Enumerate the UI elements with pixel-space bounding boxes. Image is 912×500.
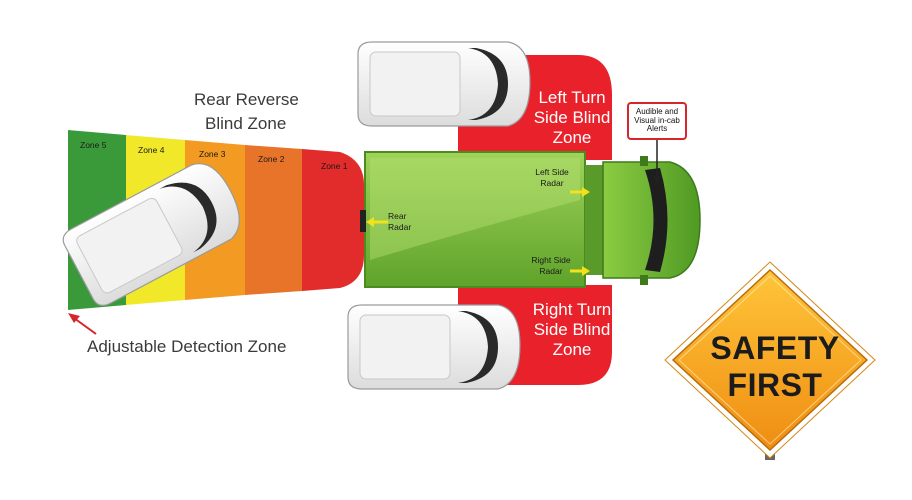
right-turn-label-line3: Zone <box>552 340 592 359</box>
left-turn-label-line3: Zone <box>552 128 592 147</box>
adjustable-detection-label: Adjustable Detection Zone <box>87 337 287 356</box>
right-turn-label-line2: Side Blind <box>533 320 611 339</box>
zone-2-label: Zone 2 <box>258 154 285 164</box>
rear-reverse-label-line1: Rear Reverse <box>194 90 299 109</box>
zone-4-label: Zone 4 <box>138 145 165 155</box>
zone-1-label: Zone 1 <box>321 161 348 171</box>
right-radar-label-line1: Right Side <box>531 255 571 265</box>
truck-body <box>364 151 586 288</box>
left-turn-label-line2: Side Blind <box>533 108 611 127</box>
left-radar-arrow <box>570 187 590 197</box>
truck-cab <box>585 156 701 285</box>
right-turn-label-line1: Right Turn <box>532 300 612 319</box>
rear-radar-label-line1: Rear <box>388 211 407 221</box>
zone-5-label: Zone 5 <box>80 140 107 150</box>
safety-first-sign <box>664 261 876 460</box>
adjustable-pointer <box>73 317 97 335</box>
left-radar-label-line1: Left Side <box>535 167 569 177</box>
alerts-callout-line1: Audible and <box>635 106 679 116</box>
alerts-callout: Audible and Visual in-cab Alerts <box>627 102 687 140</box>
alert-pointer-head <box>653 176 661 184</box>
sign-line2: FIRST <box>727 366 823 403</box>
zone-3-label: Zone 3 <box>199 149 226 159</box>
zone-1-area <box>302 149 364 291</box>
alerts-callout-line2: Visual in-cab <box>634 115 680 125</box>
safety-first-text: SAFETY FIRST <box>680 330 870 404</box>
rear-radar-sensor <box>360 210 366 232</box>
white-car-left-side <box>357 41 531 127</box>
white-car-right-side <box>347 304 521 390</box>
right-radar-arrow <box>570 266 590 276</box>
right-radar-label-line2: Radar <box>539 266 563 276</box>
rear-radar-label-line2: Radar <box>388 222 412 232</box>
truck-body-shine <box>370 158 580 260</box>
zone-2-area <box>245 145 302 295</box>
adjustable-pointer-head <box>68 313 80 323</box>
rear-radar-arrow <box>366 217 388 227</box>
white-car-rear <box>62 163 240 306</box>
sign-line1: SAFETY <box>710 330 840 366</box>
left-radar-label-line2: Radar <box>540 178 564 188</box>
alerts-callout-line3: Alerts <box>646 124 668 134</box>
rear-reverse-label-line2: Blind Zone <box>205 114 287 133</box>
left-turn-label-line1: Left Turn <box>538 88 606 107</box>
